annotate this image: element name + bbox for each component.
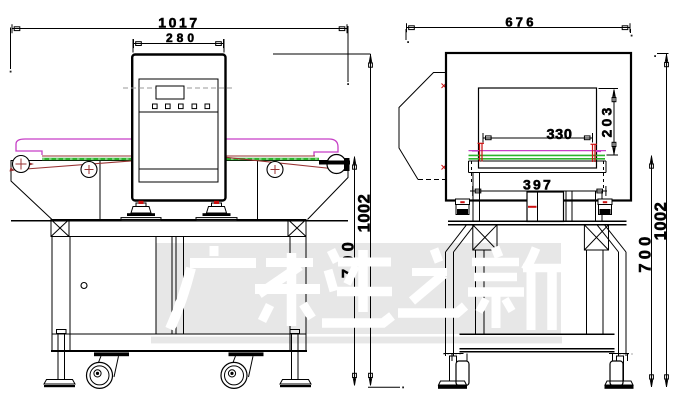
svg-text:1002: 1002 — [356, 194, 374, 233]
svg-text:280: 280 — [166, 31, 198, 45]
svg-text:330: 330 — [547, 127, 573, 143]
svg-text:1002: 1002 — [652, 202, 670, 241]
svg-text:1017: 1017 — [158, 15, 200, 31]
svg-text:700: 700 — [637, 232, 655, 272]
svg-text:397: 397 — [523, 177, 553, 193]
svg-text:203: 203 — [599, 105, 615, 138]
svg-text:676: 676 — [505, 14, 536, 29]
